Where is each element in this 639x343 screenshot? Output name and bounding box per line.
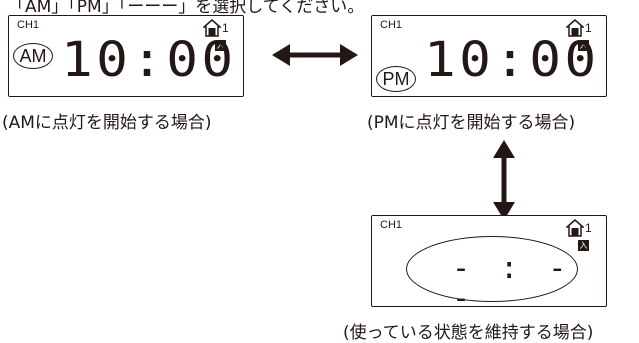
on-mode-badge: 入 bbox=[578, 40, 589, 51]
house-icon bbox=[566, 19, 584, 37]
on-mode-badge: 入 bbox=[578, 240, 589, 251]
house-indicator: 1 bbox=[203, 19, 235, 39]
time-display-blank: - : - - bbox=[452, 251, 573, 316]
lcd-panel-keep: CH1 1 入 - : - - bbox=[371, 215, 607, 314]
channel-label: CH1 bbox=[17, 19, 40, 31]
caption-pm: (PMに点灯を開始する場合) bbox=[367, 113, 576, 133]
double-arrow-vertical-icon bbox=[493, 140, 515, 220]
house-number: 1 bbox=[585, 21, 592, 35]
instruction-text: 「AM」「PM」「ーーー」を選択してください。 bbox=[8, 0, 365, 17]
on-mode-badge: 入 bbox=[215, 40, 226, 51]
caption-am: (AMに点灯を開始する場合) bbox=[2, 113, 212, 133]
lcd-panel-pm: CH1 1 入 PM 10:00 bbox=[371, 15, 607, 97]
house-indicator: 1 bbox=[566, 219, 598, 239]
period-am-label: AM bbox=[13, 43, 53, 69]
time-display: 10:00 bbox=[61, 32, 237, 88]
channel-label: CH1 bbox=[380, 219, 403, 231]
lcd-panel-am: CH1 1 入 AM 10:00 bbox=[8, 15, 244, 97]
time-display: 10:00 bbox=[424, 32, 600, 88]
highlight-oval bbox=[406, 236, 578, 302]
house-icon bbox=[203, 19, 221, 37]
period-pm-label: PM bbox=[376, 66, 416, 92]
channel-label: CH1 bbox=[380, 19, 403, 31]
double-arrow-horizontal-icon bbox=[272, 44, 358, 66]
house-indicator: 1 bbox=[566, 19, 598, 39]
caption-keep: (使っている状態を維持する場合) bbox=[343, 323, 594, 343]
house-number: 1 bbox=[222, 21, 229, 35]
house-number: 1 bbox=[585, 221, 592, 235]
house-icon bbox=[566, 219, 584, 237]
